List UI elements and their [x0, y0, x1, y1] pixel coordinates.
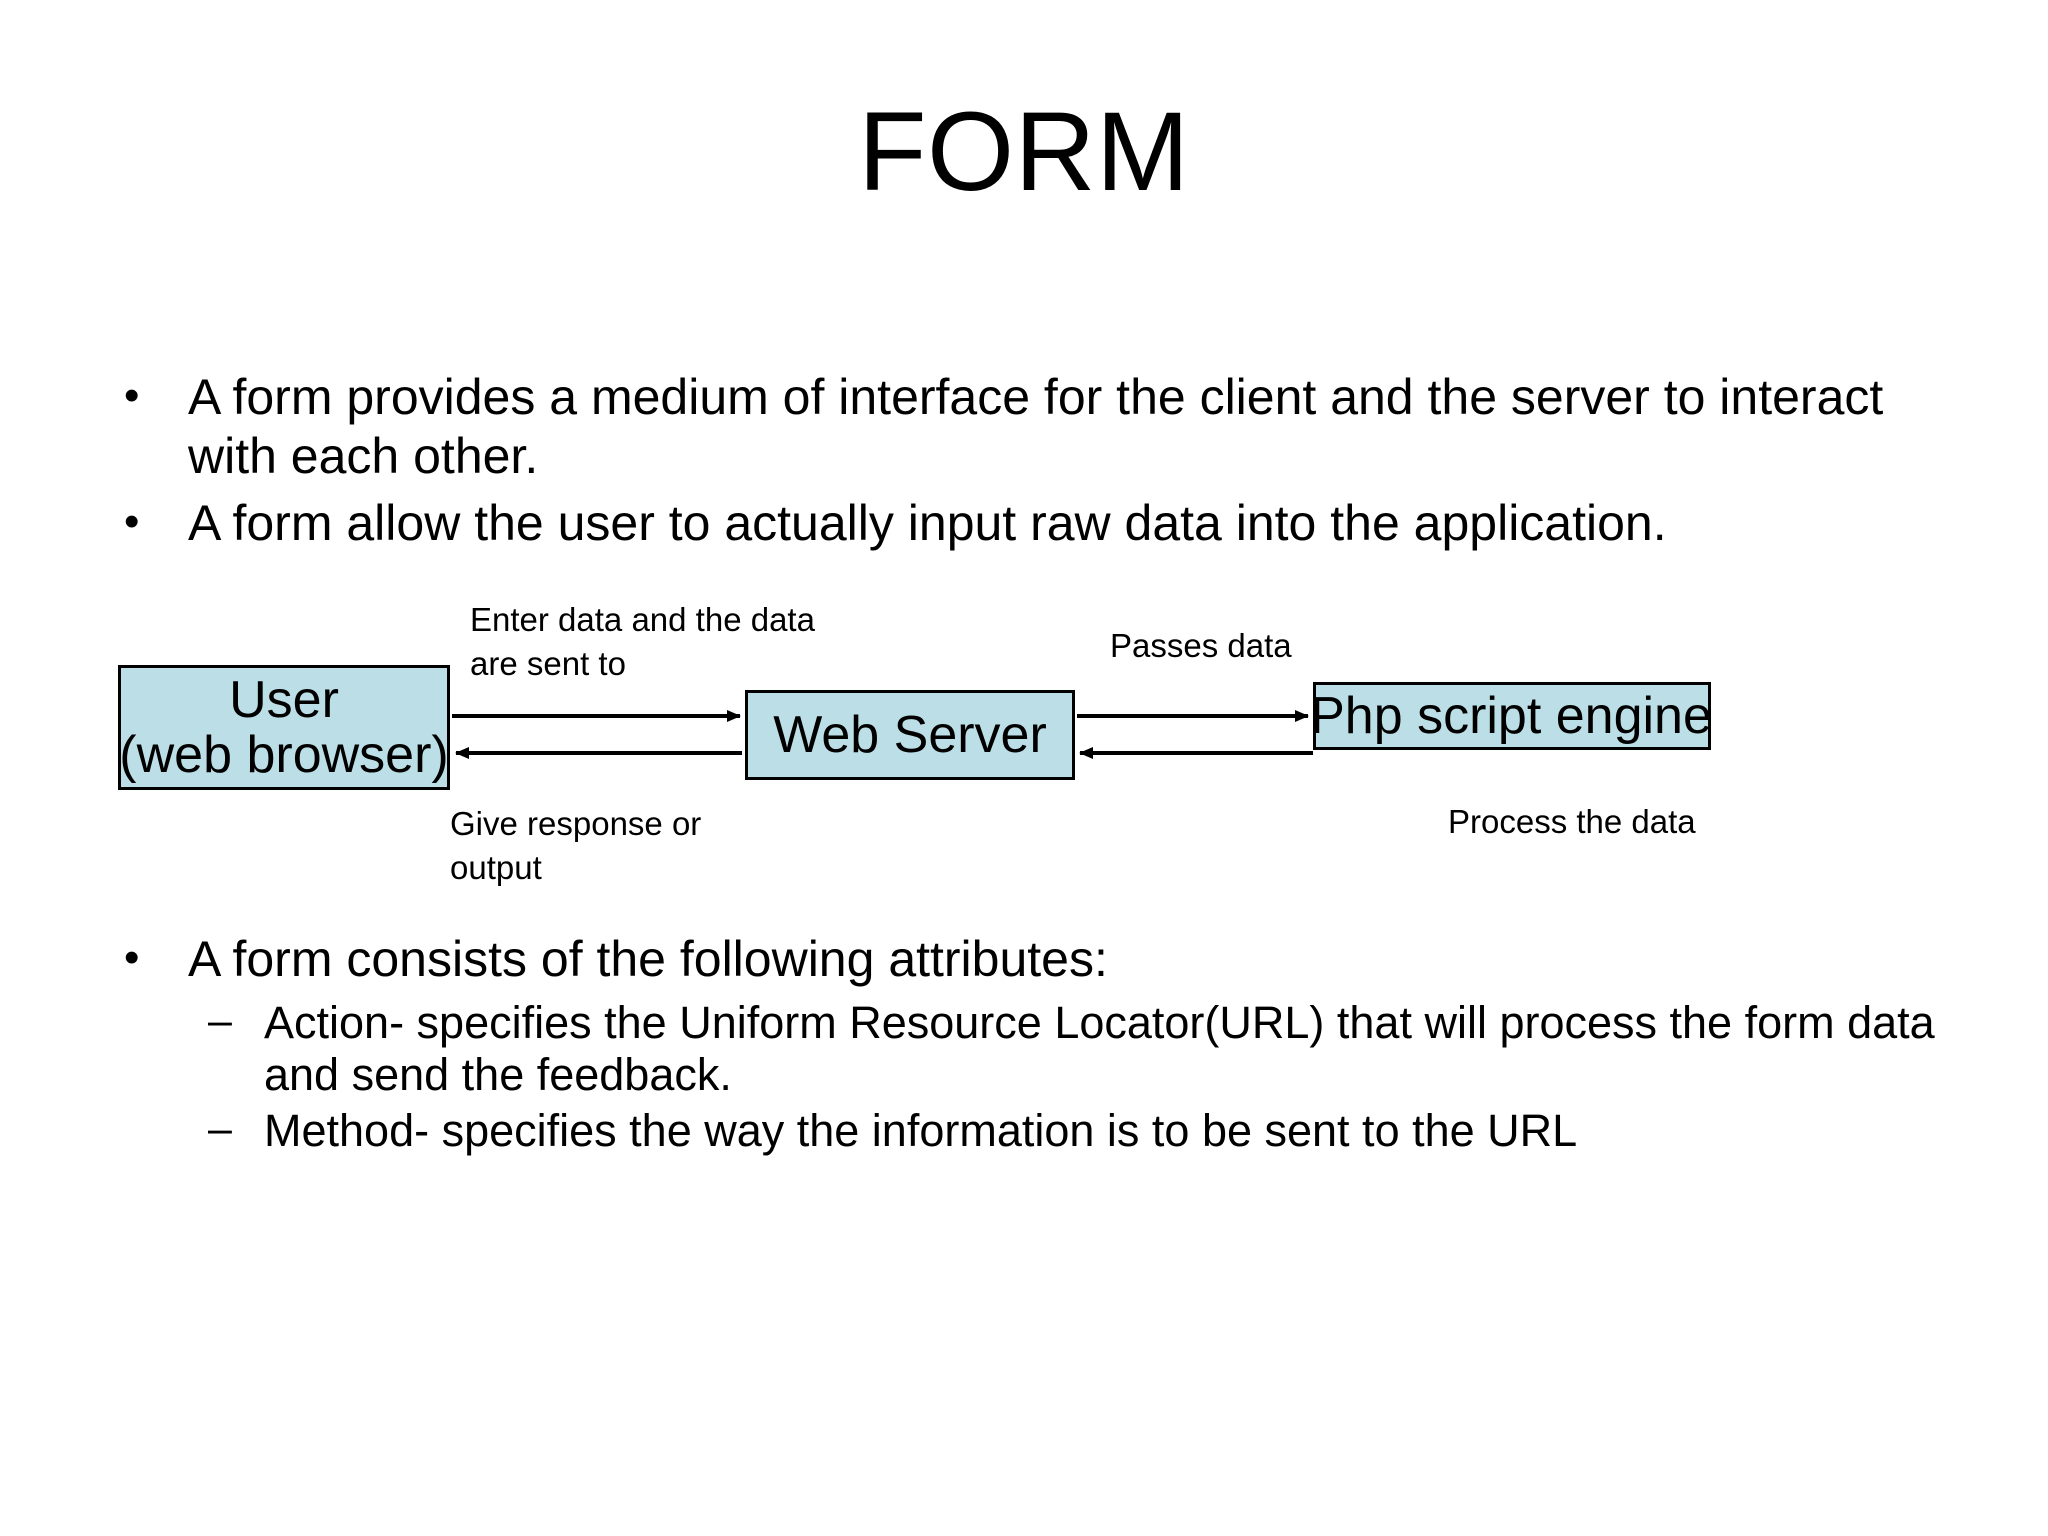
list-item: • A form provides a medium of interface …	[110, 368, 1950, 486]
bullet-text: A form consists of the following attribu…	[188, 931, 1108, 987]
diagram-box-user-label: User (web browser)	[119, 670, 449, 784]
bullet-text: A form provides a medium of interface fo…	[188, 369, 1898, 484]
bullet-text: Method- specifies the way the informatio…	[264, 1104, 1578, 1156]
page-title: FORM	[858, 89, 1190, 214]
list-item: • A form consists of the following attri…	[110, 930, 1950, 989]
bullet-list-top: • A form provides a medium of interface …	[110, 368, 1950, 561]
bullet-marker: •	[124, 497, 140, 546]
flow-diagram: User (web browser) Web Server Php script…	[0, 570, 2048, 900]
diagram-label-passes-data: Passes data	[1110, 627, 1292, 664]
diagram-box-web-server: Web Server	[745, 690, 1075, 780]
list-item: – Action- specifies the Uniform Resource…	[202, 997, 1950, 1101]
list-item: • A form allow the user to actually inpu…	[110, 494, 1950, 553]
bullet-marker: •	[124, 371, 140, 420]
diagram-label-give-response: Give response or output	[450, 805, 702, 886]
list-item: – Method- specifies the way the informat…	[202, 1105, 1950, 1157]
bullet-list-bottom: • A form consists of the following attri…	[110, 930, 1950, 1160]
diagram-box-php-engine: Php script engine	[1310, 682, 1712, 750]
diagram-label-enter-data: Enter data and the data are sent to	[470, 601, 815, 682]
diagram-box-php-engine-label: Php script engine	[1310, 686, 1712, 745]
bullet-marker: –	[208, 1104, 232, 1153]
bullet-text: Action- specifies the Uniform Resource L…	[264, 997, 1948, 1100]
bullet-marker: •	[124, 933, 140, 982]
diagram-arrows-layer	[452, 710, 1313, 759]
bullet-marker: –	[208, 997, 232, 1045]
diagram-label-process-data: Process the data	[1448, 803, 1696, 840]
diagram-box-web-server-label: Web Server	[773, 705, 1047, 764]
diagram-box-user: User (web browser)	[118, 665, 450, 790]
bullet-text: A form allow the user to actually input …	[188, 495, 1667, 551]
